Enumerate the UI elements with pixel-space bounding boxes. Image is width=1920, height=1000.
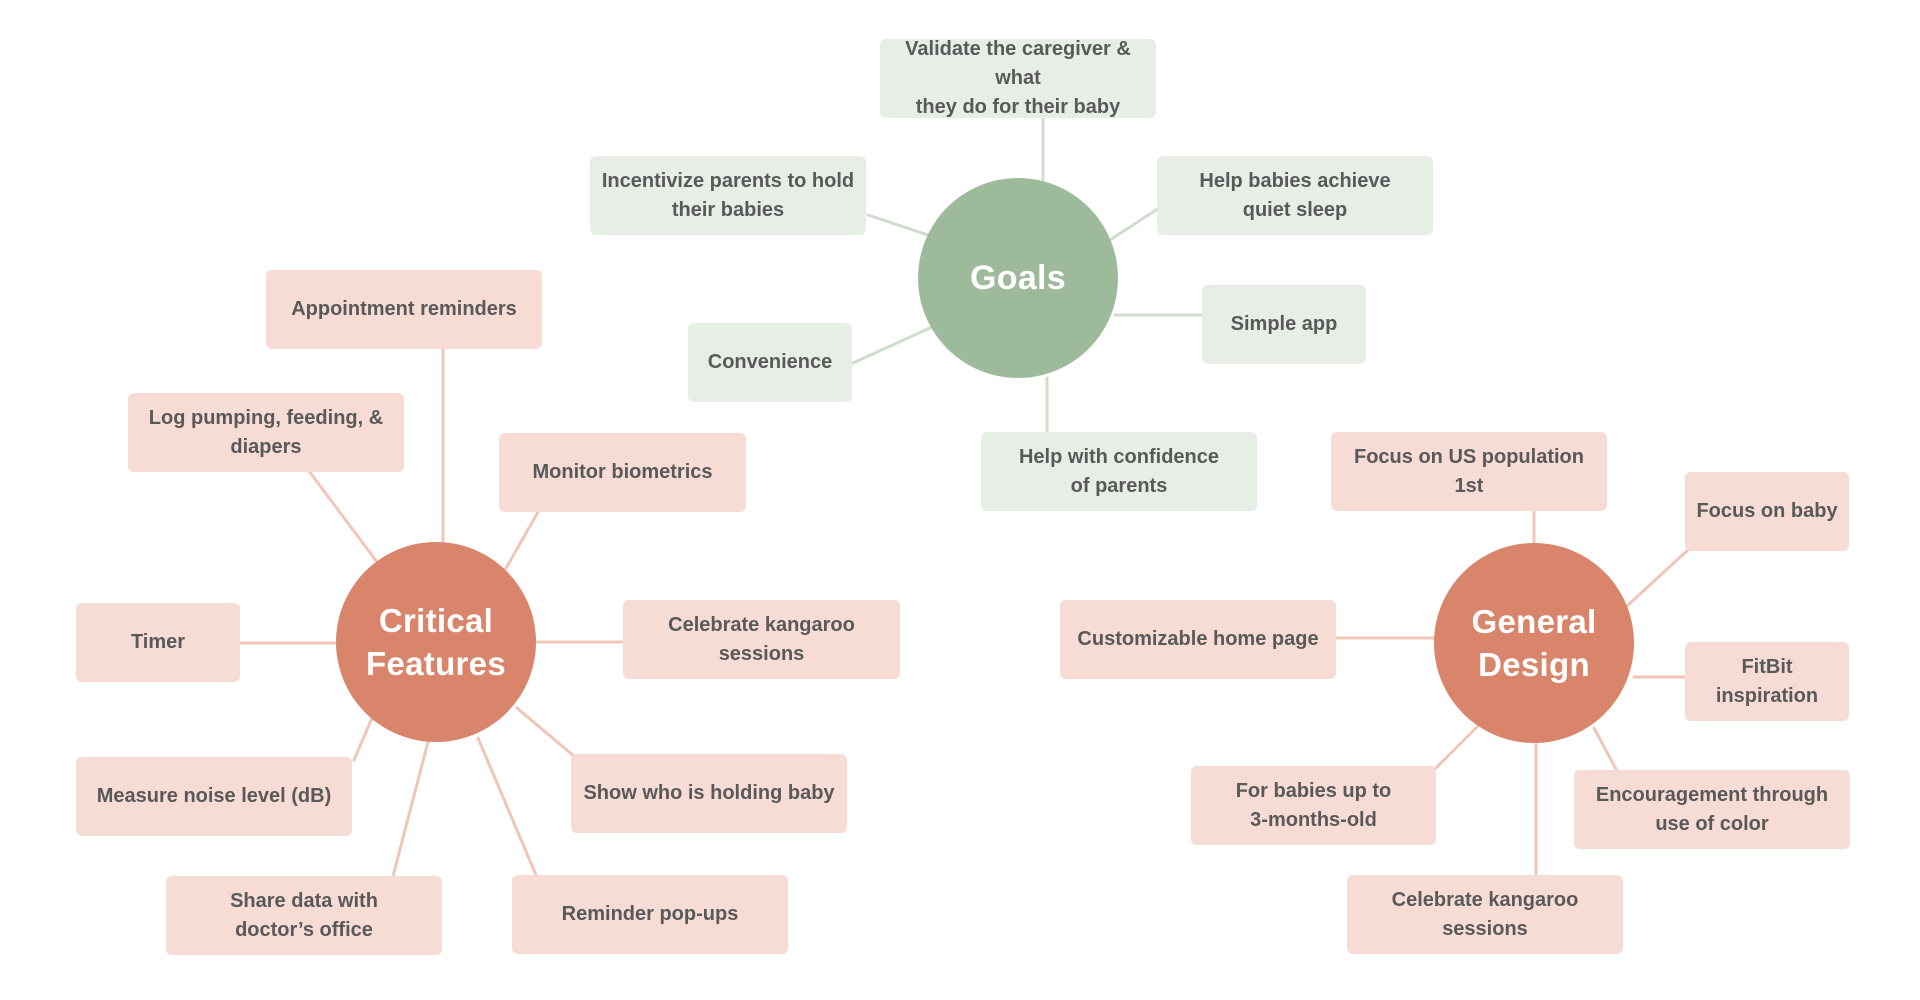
connector-general-babies [1432, 724, 1480, 772]
connector-critical-share [391, 740, 430, 878]
critical-features-hub: Critical Features [336, 542, 536, 742]
design-celebrate-kangaroo: Celebrate kangaroo sessions [1347, 875, 1623, 954]
feature-who-holding-baby: Show who is holding baby [571, 754, 847, 833]
feature-timer: Timer [76, 603, 240, 682]
connector-critical-holding [515, 706, 577, 759]
connector-critical-biometrics [503, 510, 540, 572]
connector-general-baby [1625, 546, 1692, 608]
connector-critical-reminders [476, 736, 538, 877]
design-fitbit-inspiration: FitBit inspiration [1685, 642, 1849, 721]
design-focus-us-population: Focus on US population 1st [1331, 432, 1607, 511]
design-babies-up-to-3-months: For babies up to 3-months-old [1191, 766, 1436, 845]
connector-general-color [1592, 726, 1619, 773]
goals-hub: Goals [918, 178, 1118, 378]
feature-celebrate-kangaroo: Celebrate kangaroo sessions [623, 600, 900, 679]
goal-parent-confidence: Help with confidence of parents [981, 432, 1257, 511]
feature-appointment-reminders: Appointment reminders [266, 270, 542, 349]
feature-share-data: Share data with doctor’s office [166, 876, 442, 955]
connector-critical-log [307, 469, 382, 568]
feature-log-pumping: Log pumping, feeding, & diapers [128, 393, 404, 472]
general-design-hub: General Design [1434, 543, 1634, 743]
feature-measure-noise: Measure noise level (dB) [76, 757, 352, 836]
connector-goals-incentivize [866, 213, 933, 238]
design-focus-on-baby: Focus on baby [1685, 472, 1849, 551]
feature-monitor-biometrics: Monitor biometrics [499, 433, 746, 512]
goal-incentivize-holding: Incentivize parents to hold their babies [590, 156, 866, 235]
design-encouragement-color: Encouragement through use of color [1574, 770, 1850, 849]
connector-critical-noise [352, 716, 374, 762]
design-customizable-home: Customizable home page [1060, 600, 1336, 679]
connector-goals-sleep [1108, 206, 1161, 242]
goal-convenience: Convenience [688, 323, 852, 402]
goal-simple-app: Simple app [1202, 285, 1366, 364]
feature-reminder-popups: Reminder pop-ups [512, 875, 788, 954]
connector-goals-convenience [851, 325, 934, 365]
goal-quiet-sleep: Help babies achieve quiet sleep [1157, 156, 1433, 235]
goal-validate-caregiver: Validate the caregiver & what they do fo… [880, 38, 1156, 118]
